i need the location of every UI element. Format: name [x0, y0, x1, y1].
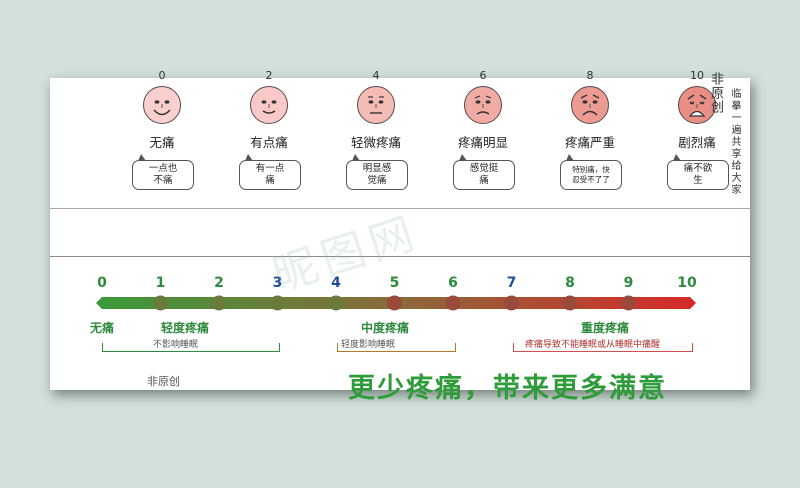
face-score: 8	[586, 69, 594, 82]
speech-bubble: 一点也 不痛	[132, 160, 194, 190]
pain-zone-label: 轻度疼痛	[160, 321, 209, 335]
pain-zone-label: 重度疼痛	[580, 321, 629, 335]
face-score: 2	[265, 69, 273, 82]
scale-tick-dot	[387, 295, 402, 311]
pain-zone-bracket	[102, 343, 280, 352]
speech-bubble-tail	[352, 154, 360, 161]
pain-zone-label: 无痛	[89, 321, 114, 335]
speech-bubble: 感觉挺 痛	[453, 160, 515, 190]
scale-tick-dot	[445, 295, 461, 311]
scale-tick-label: 8	[565, 275, 575, 291]
scale-tick-dot	[504, 295, 519, 311]
face-scale-item: 6 疼痛明显感觉挺 痛	[433, 69, 533, 208]
face-score: 6	[479, 69, 487, 82]
speech-bubble-tail	[138, 154, 146, 161]
faces-pain-scale: 0 无痛一点也 不痛 2 有点痛有一点 痛 4 轻微疼痛明显感 觉痛 6 疼痛明显感觉挺 痛 8…	[50, 69, 750, 209]
scale-tick-label: 1	[155, 275, 166, 291]
divider-band	[50, 209, 750, 255]
scale-tick-dot	[621, 295, 636, 311]
face-scale-item: 0 无痛一点也 不痛	[112, 69, 212, 208]
face-label: 剧烈痛	[678, 135, 716, 150]
scale-tick-dot	[270, 295, 285, 311]
face-score: 10	[690, 69, 704, 82]
speech-bubble: 特别痛，快 忍受不了了	[560, 160, 622, 190]
face-smile-icon	[250, 86, 288, 124]
scale-tick-label: 7	[506, 275, 517, 291]
scale-tick-label: 6	[448, 275, 458, 291]
scale-tick-label: 4	[331, 275, 341, 291]
scale-tick-label: 9	[623, 275, 634, 291]
numeric-pain-scale: 非原创 更少疼痛，带来更多满意 0 1 2 3 4 5 6 7 8 9 10 无痛 轻度疼痛 中度疼痛 重度…	[50, 256, 750, 404]
speech-bubble-tail	[245, 154, 253, 161]
scale-tick-label: 2	[214, 275, 224, 291]
bottom-note: 非原创	[147, 375, 180, 388]
face-scale-item: 4 轻微疼痛明显感 觉痛	[326, 69, 426, 208]
scale-tick-label: 5	[389, 275, 400, 291]
face-label: 有点痛	[250, 135, 288, 150]
side-note-original: 非原创	[708, 72, 723, 114]
speech-bubble: 明显感 觉痛	[346, 160, 408, 190]
face-scale-item: 8 疼痛严重特别痛，快 忍受不了了	[540, 69, 640, 208]
face-score: 0	[158, 69, 166, 82]
scale-tick-dot	[562, 295, 578, 311]
face-label: 疼痛明显	[457, 135, 508, 150]
pain-zone-sleep-note: 轻度影响睡眠	[338, 337, 399, 350]
face-crying-icon	[678, 86, 716, 124]
scale-bar-graphic	[96, 295, 696, 311]
scale-tick-label: 10	[677, 275, 697, 291]
face-scale-item: 10 剧烈痛痛不欲 生	[647, 69, 747, 208]
scale-tick-label: 0	[97, 275, 107, 291]
face-happy-icon	[143, 86, 181, 124]
speech-bubble-tail	[673, 154, 681, 161]
face-sad-icon	[464, 86, 502, 124]
scale-tick-dot	[153, 295, 168, 311]
speech-bubble: 有一点 痛	[239, 160, 301, 190]
face-label: 疼痛严重	[564, 135, 615, 150]
pain-zone-bracket	[337, 343, 456, 352]
slogan-text: 更少疼痛，带来更多满意	[348, 373, 667, 404]
scale-tick-dot	[328, 295, 344, 311]
face-label: 轻微疼痛	[350, 135, 401, 150]
side-note-share: 临摹一遍共享给大家	[729, 88, 740, 196]
face-neutral-icon	[357, 86, 395, 124]
speech-bubble: 痛不欲 生	[667, 160, 729, 190]
face-scale-item: 2 有点痛有一点 痛	[219, 69, 319, 208]
pain-zone-sleep-note: 不影响睡眠	[150, 337, 202, 350]
scale-tick-dot	[211, 295, 227, 311]
face-label: 无痛	[149, 135, 175, 150]
speech-bubble-tail	[459, 154, 467, 161]
pain-zone-bracket	[513, 343, 693, 352]
scale-tick-label: 3	[272, 275, 283, 291]
face-worried-icon	[571, 86, 609, 124]
face-score: 4	[372, 69, 380, 82]
speech-bubble-tail	[566, 154, 574, 161]
pain-zone-sleep-note: 疼痛导致不能睡眠或从睡眠中痛醒	[522, 337, 664, 350]
pain-zone-label: 中度疼痛	[360, 321, 409, 335]
